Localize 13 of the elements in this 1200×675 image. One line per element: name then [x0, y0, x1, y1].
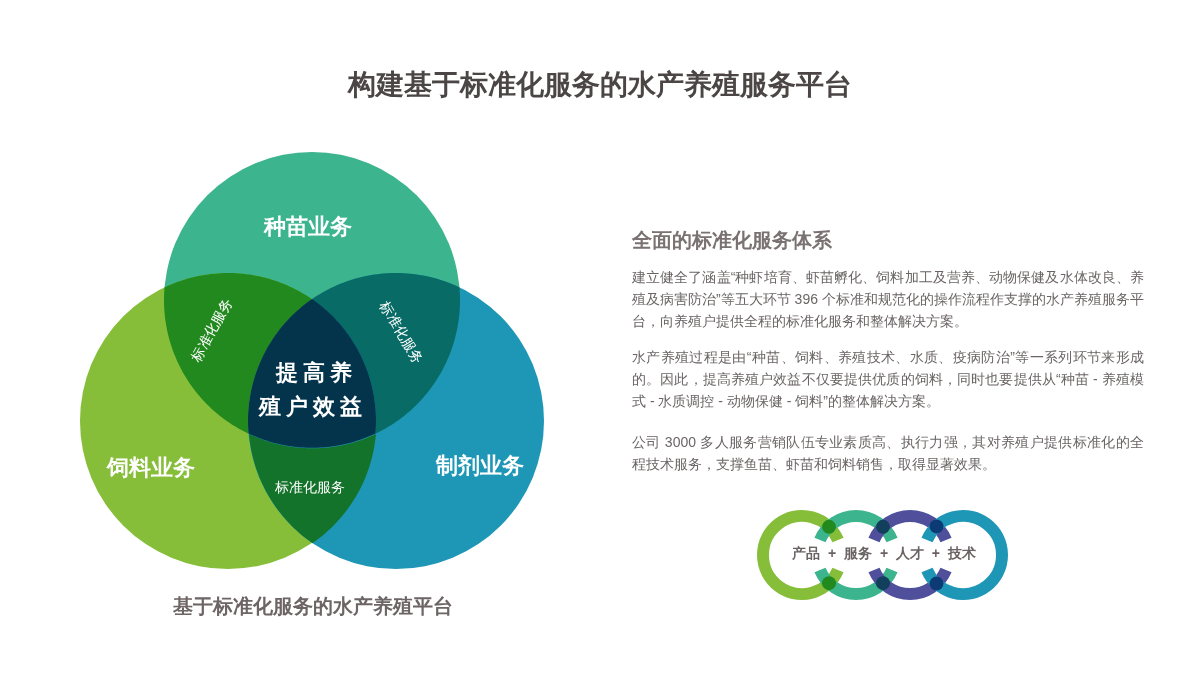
circle-label: 种苗业务 [264, 213, 352, 241]
diagram-title: 构建基于标准化服务的水产养殖服务平台 [348, 68, 852, 102]
circle-label: 制剂业务 [436, 452, 524, 480]
paragraph: 公司 3000 多人服务营销队伍专业素质高、执行力强，其对养殖户提供标准化的全程技术服务，支撑鱼苗、虾苗和饲料销售，取得显著效果。 [632, 433, 1144, 474]
figure-caption: 基于标准化服务的水产养殖平台 [173, 594, 453, 619]
overlap-label: 标准化服务 [187, 295, 237, 365]
paragraph: 建立健全了涵盖“种虾培育、虾苗孵化、饲料加工及营养、动物保健及水体改良、养殖及病害防治”等五大环节 396 个标准和规范化的操作流程作支撑的水产养殖服务平台，向养殖户提供全程的标准化服务和整体解决方案。 [632, 268, 1144, 331]
paragraph: 水产养殖过程是由“种苗、饲料、养殖技术、水质、疫病防治”等一系列环节来形成的。因此，提高养殖户效益不仅要提供优质的饲料，同时也要提供从“种苗 - 养殖模式 - 水质调控 - 动物保健 - 饲料”的整体解决方案。 [632, 348, 1144, 411]
circle-label: 饲料业务 [107, 454, 195, 482]
overlap-label: 标准化服务 [275, 479, 345, 497]
center-label: 提高养殖户效益 [257, 359, 368, 421]
section-heading: 全面的标准化服务体系 [632, 228, 832, 253]
overlap-label: 标准化服务 [375, 298, 427, 368]
